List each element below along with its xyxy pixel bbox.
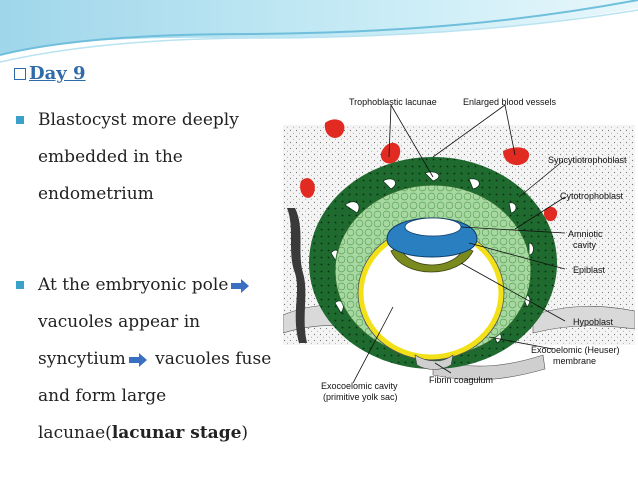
- slide-title-text: Day 9: [29, 63, 86, 84]
- label-epiblast: Epiblast: [573, 265, 606, 275]
- blastocyst-day9-diagram: Trophoblastic lacunae Enlarged blood ves…: [283, 97, 635, 402]
- leader-lines: [352, 104, 566, 384]
- label-primitive-yolk-sac: (primitive yolk sac): [323, 392, 398, 402]
- bullet-1-line-1: Blastocyst more deeply: [38, 110, 239, 130]
- blood-vessels: [300, 119, 558, 222]
- label-fibrin-coagulum: Fibrin coagulum: [429, 375, 493, 385]
- exocoelomic-cavity: [361, 229, 501, 357]
- label-exocoelomic-membrane-2: membrane: [553, 356, 596, 366]
- bullet-2-line-5a: lacunae(: [38, 423, 112, 443]
- bullet-2-line-4: and form large: [38, 386, 167, 406]
- bullet-1-line-2: embedded in the: [38, 147, 183, 167]
- bullet-2-line-1-text: At the embryonic pole: [38, 275, 229, 295]
- label-cytotrophoblast: Cytotrophoblast: [560, 191, 624, 201]
- bullet-2-line-2: vacuoles appear in: [38, 312, 201, 332]
- lacunar-stage-bold: lacunar stage: [111, 423, 242, 443]
- amniotic-cavity: [404, 217, 462, 237]
- label-trophoblastic-lacunae: Trophoblastic lacunae: [349, 97, 437, 107]
- bullet-2-line-3: syncytium vacuoles fuse: [38, 349, 271, 369]
- label-hypoblast: Hypoblast: [573, 317, 614, 327]
- label-amniotic: Amniotic: [568, 229, 603, 239]
- checkbox-bullet-icon: [14, 67, 26, 80]
- bullet-2-line-1: At the embryonic pole: [38, 275, 252, 295]
- arrow-right-icon: [128, 352, 147, 367]
- label-amniotic-cavity: cavity: [573, 240, 597, 250]
- bullet-2-line-3a: syncytium: [38, 349, 126, 369]
- fibrin-coagulum: [414, 354, 454, 370]
- bullet-1-line-3: endometrium: [38, 184, 154, 204]
- header-swoosh: [0, 0, 638, 63]
- label-exocoelomic-cavity: Exocoelomic cavity: [321, 381, 398, 391]
- label-exocoelomic-membrane: Exocoelomic (Heuser): [531, 345, 620, 355]
- bullet-2-line-5c: ): [241, 423, 249, 443]
- endometrial-gland: [287, 208, 307, 343]
- bullet-2-line-3b: vacuoles fuse: [155, 349, 272, 369]
- square-bullet-icon: [16, 281, 24, 289]
- label-syncytiotrophoblast: Syncytiotrophoblast: [548, 155, 627, 165]
- label-enlarged-blood-vessels: Enlarged blood vessels: [463, 97, 557, 107]
- arrow-right-icon: [231, 278, 250, 293]
- bullet-2-line-5: lacunae(lacunar stage): [38, 423, 248, 443]
- slide-title: Day 9: [14, 63, 86, 84]
- square-bullet-icon: [16, 116, 24, 124]
